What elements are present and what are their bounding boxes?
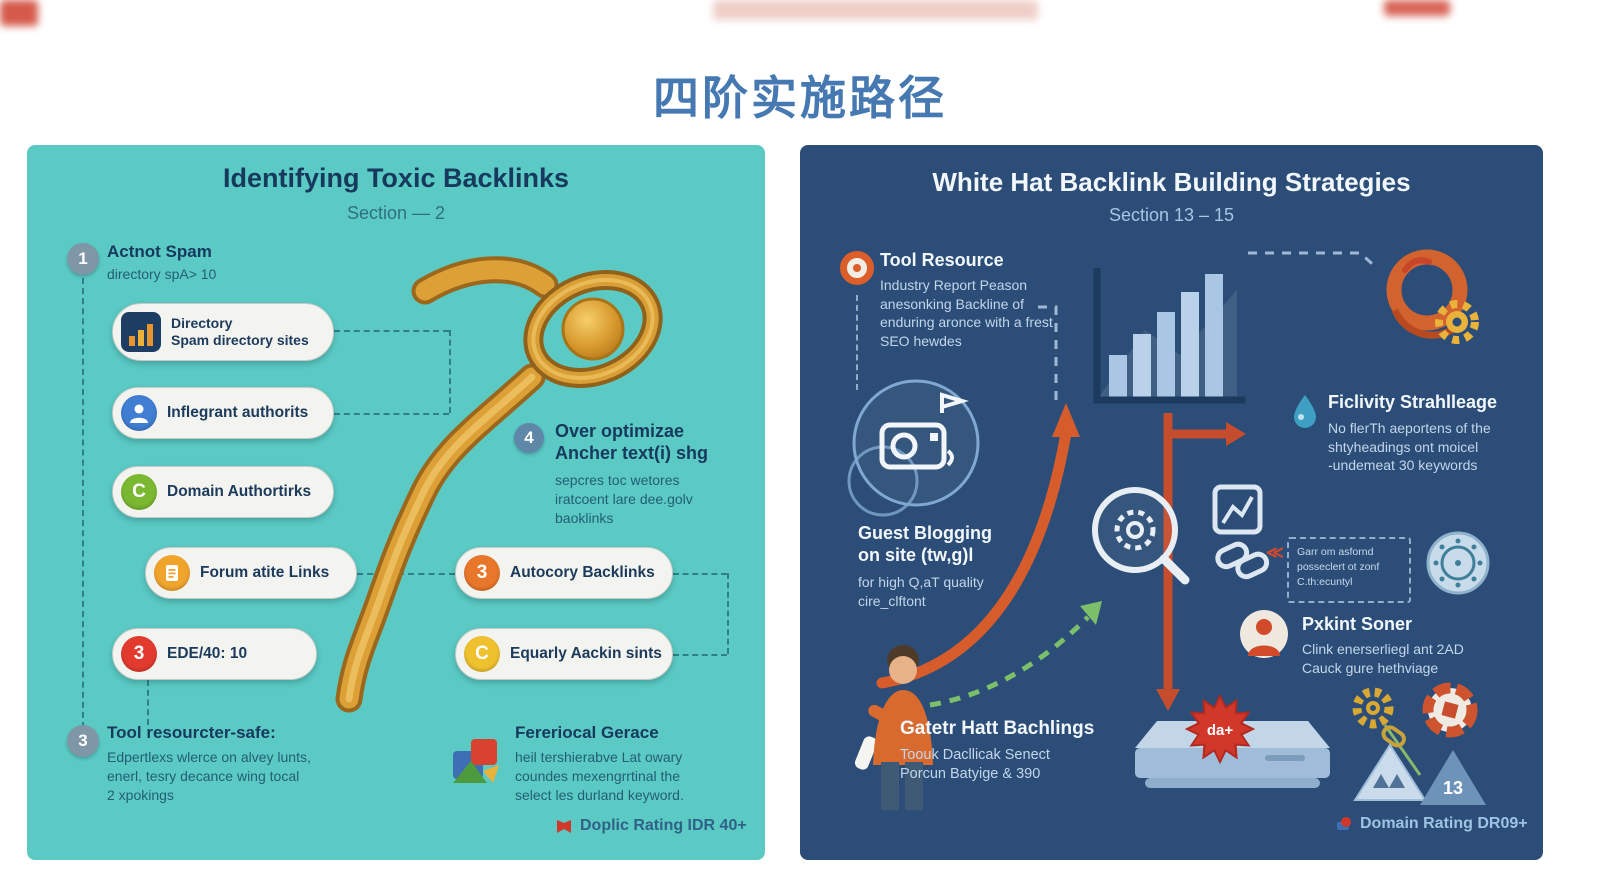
step-3-number: 3: [67, 725, 99, 757]
dashed-connector: [334, 330, 449, 332]
tool-resource-title: Tool Resource: [880, 250, 1004, 270]
step-4-number: 4: [514, 423, 544, 453]
badge-3-icon: 3: [121, 636, 157, 672]
drop-icon: [1294, 395, 1316, 428]
guest-blogging-title-line2: on site (tw,g)l: [858, 545, 974, 565]
step-4-body: sepcres toc wetores iratcoent lare dee.g…: [555, 472, 693, 526]
pill-domain-authortirks: C Domain Authortirks: [112, 466, 334, 518]
gear-scribble-icon: [1386, 249, 1479, 344]
pill-label: Domain Authortirks: [167, 483, 312, 500]
starburst-badge: [1184, 693, 1256, 765]
dashed-connector: [357, 573, 455, 575]
pill-directory-spam: Directory Spam directory sites: [112, 303, 334, 361]
pill-ede-40-10: 3 EDE/40: 10: [112, 628, 317, 680]
feature-title: Fereriocal Gerace: [515, 723, 659, 742]
dashed-connector: [82, 278, 84, 728]
starburst-label: da+: [1207, 722, 1234, 739]
pill-label: Equarly Aackin sints: [510, 645, 662, 662]
triangle-label: 13: [1443, 778, 1463, 798]
page-title: 四阶实施路径: [653, 72, 947, 124]
pxkint-body: Clink enerserliegl ant 2AD Cauck gure he…: [1302, 641, 1464, 676]
right-panel-subtitle: Section 13 – 15: [1108, 205, 1235, 225]
pill-label: Autocory Backlinks: [510, 564, 655, 581]
pill-label: Directory Spam directory sites: [171, 315, 309, 348]
step-4-title-line2: Ancher text(i) shg: [555, 443, 709, 463]
gatetr-title: Gatetr Hatt Bachlings: [900, 718, 1095, 739]
magnifier-gear-icon: [1092, 484, 1270, 585]
step-3-title: Tool resourcter-safe:: [107, 723, 276, 742]
dashed-connector: [856, 295, 858, 390]
top-left-artifact: [0, 0, 38, 26]
feature-body: heil tershierabve Lat owary coundes mexe…: [515, 749, 684, 803]
shapes-icon: [453, 739, 499, 783]
pill-label: Inflegrant authorits: [167, 404, 309, 421]
left-panel-subtitle: Section — 2: [346, 203, 446, 223]
left-footer: Doplic Rating IDR 40+: [555, 817, 747, 835]
ficlivity-title: Ficlivity Strahlleage: [1328, 392, 1498, 412]
badge-c-icon: C: [464, 636, 500, 672]
pill-label: Forum atite Links: [200, 564, 330, 581]
tool-resource-body: Industry Report Peason anesonking Backli…: [880, 277, 1053, 349]
pill-inflegrant-authorits: Inflegrant authorits: [112, 387, 334, 439]
left-footer-label: Doplic Rating IDR 40+: [580, 817, 747, 834]
left-panel-toxic-backlinks: Identifying Toxic Backlinks Section — 2: [27, 145, 765, 860]
top-right-artifact: [1384, 0, 1450, 16]
guest-blogging-title-line1: Guest Blogging: [858, 523, 992, 543]
dashed-connector: [449, 330, 451, 413]
note-box: Garr om asfornd posseclert ot zonf C.th:…: [1287, 537, 1411, 603]
target-ring-icon: [840, 251, 874, 285]
camera-megaphone-icon: [847, 379, 980, 517]
person-icon: [121, 395, 157, 431]
dashed-connector: [147, 680, 149, 725]
right-footer-label: Domain Rating DR09+: [1360, 815, 1528, 832]
pill-equarly-aackin-sints: C Equarly Aackin sints: [455, 628, 673, 680]
chain-illustration: [335, 256, 663, 713]
red-chevrons-icon: ≪: [1266, 543, 1284, 562]
person-badge-icon: [1240, 610, 1288, 658]
left-panel-title: Identifying Toxic Backlinks: [222, 163, 570, 193]
step-3-body: Edpertlexs wlerce on alvey lunts, enerl,…: [107, 749, 311, 803]
ficlivity-body: No flerTh aeportens of the shtyheadings …: [1328, 420, 1491, 473]
pill-forum-atite-links: Forum atite Links: [145, 547, 357, 599]
pill-label: EDE/40: 10: [167, 645, 248, 662]
person-figure: [854, 644, 933, 810]
right-footer: Domain Rating DR09+: [1335, 815, 1528, 833]
growth-bar-chart: [1093, 268, 1245, 404]
dotted-circle-icon: [1426, 531, 1490, 595]
right-panel-title: White Hat Backlink Building Strategies: [932, 167, 1411, 197]
pill-autocory-backlinks: 3 Autocory Backlinks: [455, 547, 673, 599]
right-panel-white-hat: White Hat Backlink Building Strategies S…: [800, 145, 1543, 860]
dashed-connector: [334, 413, 449, 415]
document-icon: [154, 555, 190, 591]
server-platform: da+: [1135, 693, 1330, 788]
gears-triangles-cluster: 13: [1352, 682, 1486, 805]
rating-flag-icon: [557, 820, 571, 833]
dashed-connector: [727, 573, 729, 654]
rating-mark-icon: [1337, 817, 1351, 830]
guest-blogging-body: for high Q,aT quality cire_clftont: [858, 574, 984, 609]
step-1-title: Actnot Spam: [107, 242, 212, 261]
dashed-connector: [673, 654, 727, 656]
bar-chart-icon: [121, 312, 161, 352]
step-4-title-line1: Over optimizae: [555, 421, 685, 441]
dashed-connector: [673, 573, 727, 575]
badge-3-icon: 3: [464, 555, 500, 591]
top-center-artifact: [713, 0, 1038, 20]
badge-c-icon: C: [121, 474, 157, 510]
step-1-subtitle: directory spA> 10: [107, 266, 217, 282]
pxkint-title: Pxkint Soner: [1302, 614, 1413, 634]
gatetr-body: Toouk Dacllicak Senect Porcun Batyige & …: [900, 747, 1050, 782]
step-1-number: 1: [67, 243, 99, 275]
